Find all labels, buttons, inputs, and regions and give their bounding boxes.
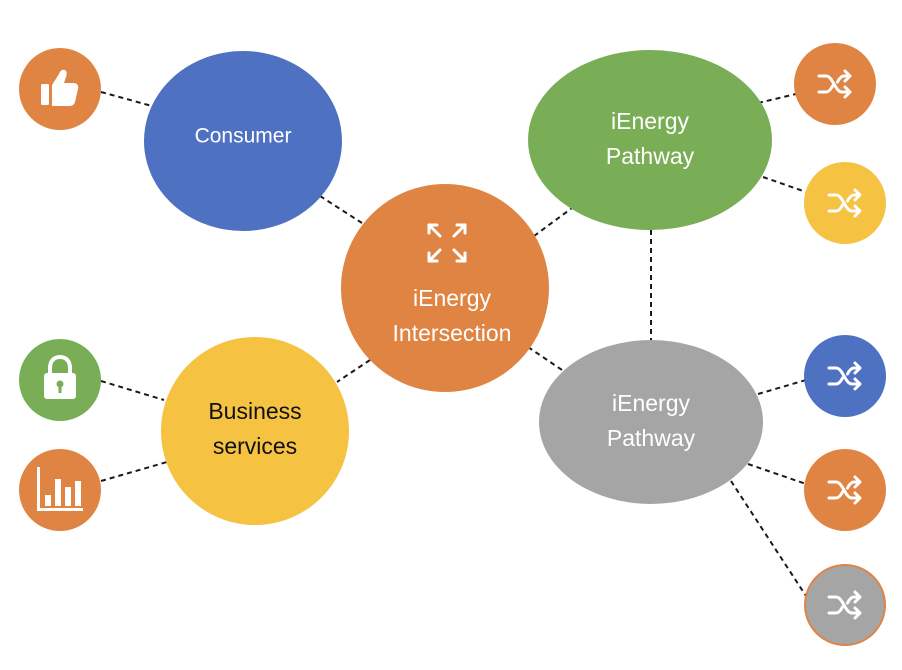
shuffle-node-5[interactable] — [804, 564, 886, 646]
business-services-node[interactable]: Business services — [161, 337, 349, 525]
pathway-gray-ellipse — [539, 340, 763, 504]
intersection-ellipse — [341, 184, 549, 392]
connector-gray-shuffle3 — [757, 379, 807, 395]
connector-chart-business — [100, 461, 168, 482]
bar-chart-node[interactable] — [19, 449, 101, 531]
connector-lock-business — [100, 380, 165, 401]
connector-consumer-intersection — [319, 195, 363, 224]
connector-thumbs-consumer — [100, 91, 153, 107]
shuffle-node-3[interactable] — [804, 335, 886, 417]
lock-node[interactable] — [19, 339, 101, 421]
business-label-line1: Business — [208, 398, 301, 424]
consumer-node[interactable]: Consumer — [144, 51, 342, 231]
pathway-gray-label-line2: Pathway — [607, 425, 696, 451]
pathway-gray-node[interactable]: iEnergy Pathway — [539, 340, 763, 504]
pathway-green-ellipse — [528, 50, 772, 230]
connectors — [100, 91, 807, 597]
connector-gray-shuffle4 — [747, 463, 807, 485]
intersection-label-line1: iEnergy — [413, 285, 491, 311]
connector-intersection-gray — [527, 346, 566, 373]
shuffle-node-4[interactable] — [804, 449, 886, 531]
business-ellipse — [161, 337, 349, 525]
bar-chart-icon — [37, 467, 83, 511]
expand-arrows-icon — [427, 223, 467, 263]
intersection-node[interactable]: iEnergy Intersection — [341, 184, 549, 392]
connector-green-shuffle2 — [762, 176, 807, 193]
lock-icon — [44, 354, 76, 399]
connector-gray-shuffle5 — [730, 480, 807, 597]
intersection-label-line2: Intersection — [393, 320, 512, 346]
consumer-ellipse — [144, 51, 342, 231]
pathway-green-label-line2: Pathway — [606, 143, 695, 169]
connector-intersection-green — [533, 207, 573, 237]
pathway-gray-label-line1: iEnergy — [612, 390, 690, 416]
shuffle-node-2[interactable] — [804, 162, 886, 244]
pathway-green-node[interactable]: iEnergy Pathway — [528, 50, 772, 230]
business-label-line2: services — [213, 433, 297, 459]
connector-green-shuffle1 — [757, 93, 797, 104]
thumbs-up-icon — [41, 69, 79, 106]
thumbs-up-node[interactable] — [19, 48, 101, 130]
shuffle-node-1[interactable] — [794, 43, 876, 125]
pathway-green-label-line1: iEnergy — [611, 108, 689, 134]
consumer-label: Consumer — [195, 125, 292, 148]
connector-intersection-business — [336, 359, 371, 383]
